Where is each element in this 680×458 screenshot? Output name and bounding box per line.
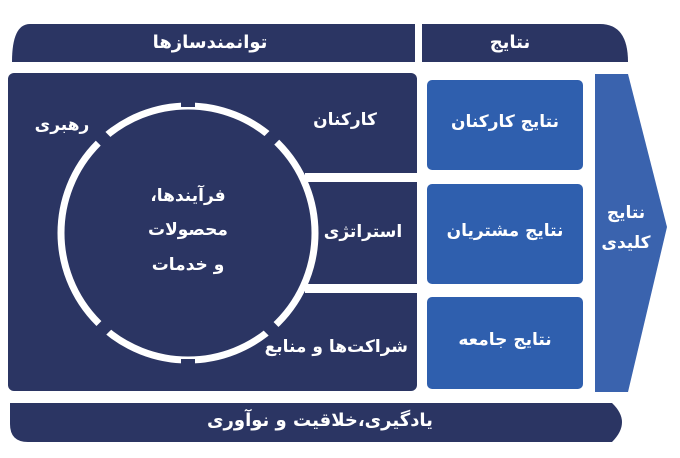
enablers-title: توانمندسازها bbox=[152, 32, 268, 53]
processes-line-1: فرآیندها، bbox=[150, 186, 226, 206]
separator-top bbox=[305, 173, 419, 182]
processes-line-3: و خدمات bbox=[151, 255, 225, 275]
learning-banner bbox=[10, 403, 622, 442]
learning-label: یادگیری،خلاقیت و نوآوری bbox=[207, 410, 433, 431]
results-banner bbox=[422, 24, 628, 62]
separator-bottom bbox=[305, 284, 419, 293]
key-results-line-1: نتایج bbox=[606, 203, 646, 223]
key-results-line-2: کلیدی bbox=[601, 233, 651, 253]
ring-gap-top bbox=[181, 94, 195, 107]
processes-line-2: محصولات bbox=[148, 220, 228, 240]
ring-gap-upper-left bbox=[92, 127, 112, 147]
ring-gap-lower-left bbox=[92, 319, 112, 339]
customer-results-box bbox=[427, 184, 583, 284]
key-results-arrow bbox=[595, 74, 667, 392]
society-results-label: نتایج جامعه bbox=[458, 330, 552, 350]
customer-results-label: نتایج مشتریان bbox=[446, 221, 564, 241]
ring-gap-bottom bbox=[181, 359, 195, 372]
partnerships-label: شراکت‌ها و منابع bbox=[264, 337, 408, 357]
results-title: نتایج bbox=[489, 32, 531, 53]
people-label: کارکنان bbox=[313, 110, 377, 130]
enablers-banner bbox=[12, 24, 415, 62]
society-results-box bbox=[427, 297, 583, 389]
leadership-label: رهبری bbox=[34, 115, 90, 135]
enablers-block bbox=[8, 73, 417, 391]
people-results-label: نتایج کارکنان bbox=[450, 112, 560, 132]
ring-gap-lower-right bbox=[262, 319, 282, 339]
strategy-label: استراتژی bbox=[323, 222, 403, 242]
ring-gap-upper-right bbox=[262, 127, 282, 147]
people-results-box bbox=[427, 80, 583, 170]
